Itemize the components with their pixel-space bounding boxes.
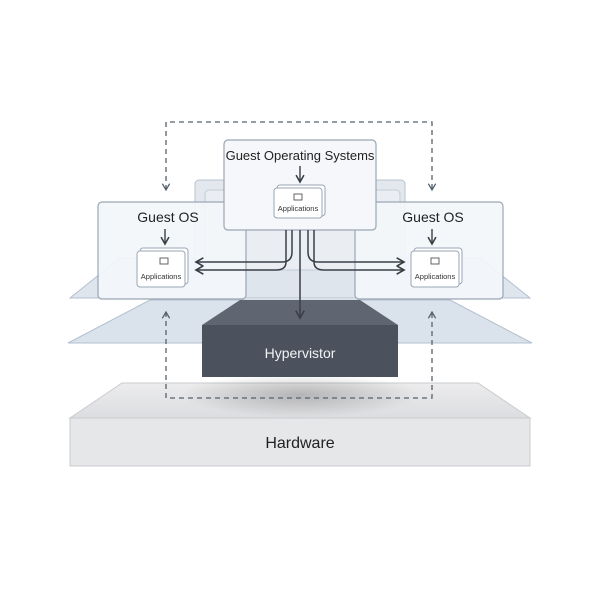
left-connector-upper: [194, 230, 293, 267]
window-icon: [159, 257, 169, 265]
dashed-top-connector: [161, 121, 437, 192]
left-guest-os-box: Guest OS Applications: [97, 201, 247, 300]
right-connector-lower: [313, 230, 406, 275]
left-connector-lower: [194, 230, 287, 275]
left-guest-os-title: Guest OS: [137, 209, 198, 225]
right-guest-os-box: Guest OS Applications: [354, 201, 504, 300]
solid-connectors: [194, 230, 406, 320]
right-connector-upper: [307, 230, 406, 267]
window-icon: [430, 257, 440, 265]
dashed-bottom-connector: [161, 310, 437, 399]
top-applications-label: Applications: [278, 204, 319, 213]
top-guest-os-title: Guest Operating Systems: [226, 148, 375, 163]
left-applications-label: Applications: [141, 272, 182, 281]
right-applications-label: Applications: [415, 272, 456, 281]
top-guest-os-box: Guest Operating Systems Applications: [223, 139, 377, 231]
window-icon: [293, 193, 303, 201]
hypervisor-label: Hypervistor: [265, 345, 336, 361]
top-applications-stack: Applications: [273, 184, 326, 219]
dashed-flow-loop: [161, 121, 437, 399]
hardware-label: Hardware: [265, 435, 334, 452]
left-applications-stack: Applications: [136, 247, 189, 288]
hypervisor-shadow: [180, 373, 420, 417]
right-guest-os-title: Guest OS: [402, 209, 463, 225]
right-applications-stack: Applications: [410, 247, 463, 288]
